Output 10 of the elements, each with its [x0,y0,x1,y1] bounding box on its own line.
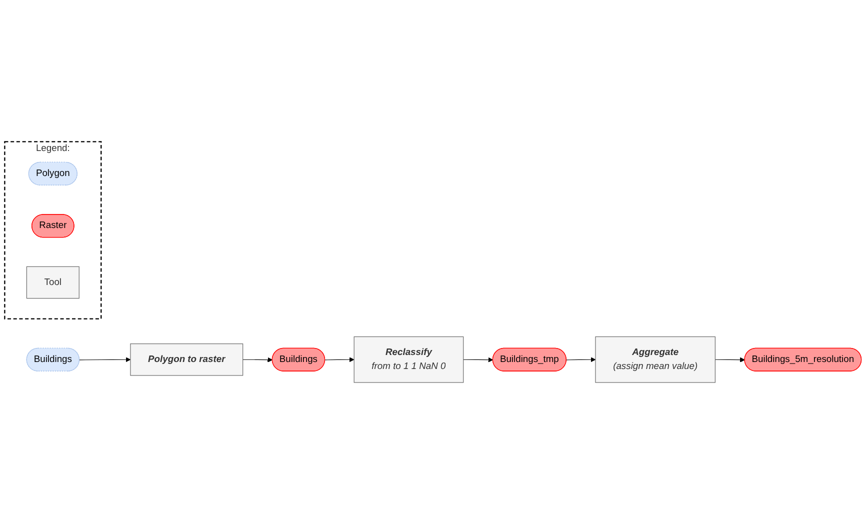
arrow [79,356,131,362]
node-box: Tool [26,266,80,299]
arrow [463,357,494,362]
node-box: Polygon to raster [130,343,244,376]
arrow [242,357,273,362]
arrow [714,357,746,362]
arrow [324,356,354,362]
node-box: Reclassify from to 1 1 NaN 0 [354,336,464,383]
arrow [566,356,596,362]
node-box: Aggregate (assign mean value) [595,336,716,383]
